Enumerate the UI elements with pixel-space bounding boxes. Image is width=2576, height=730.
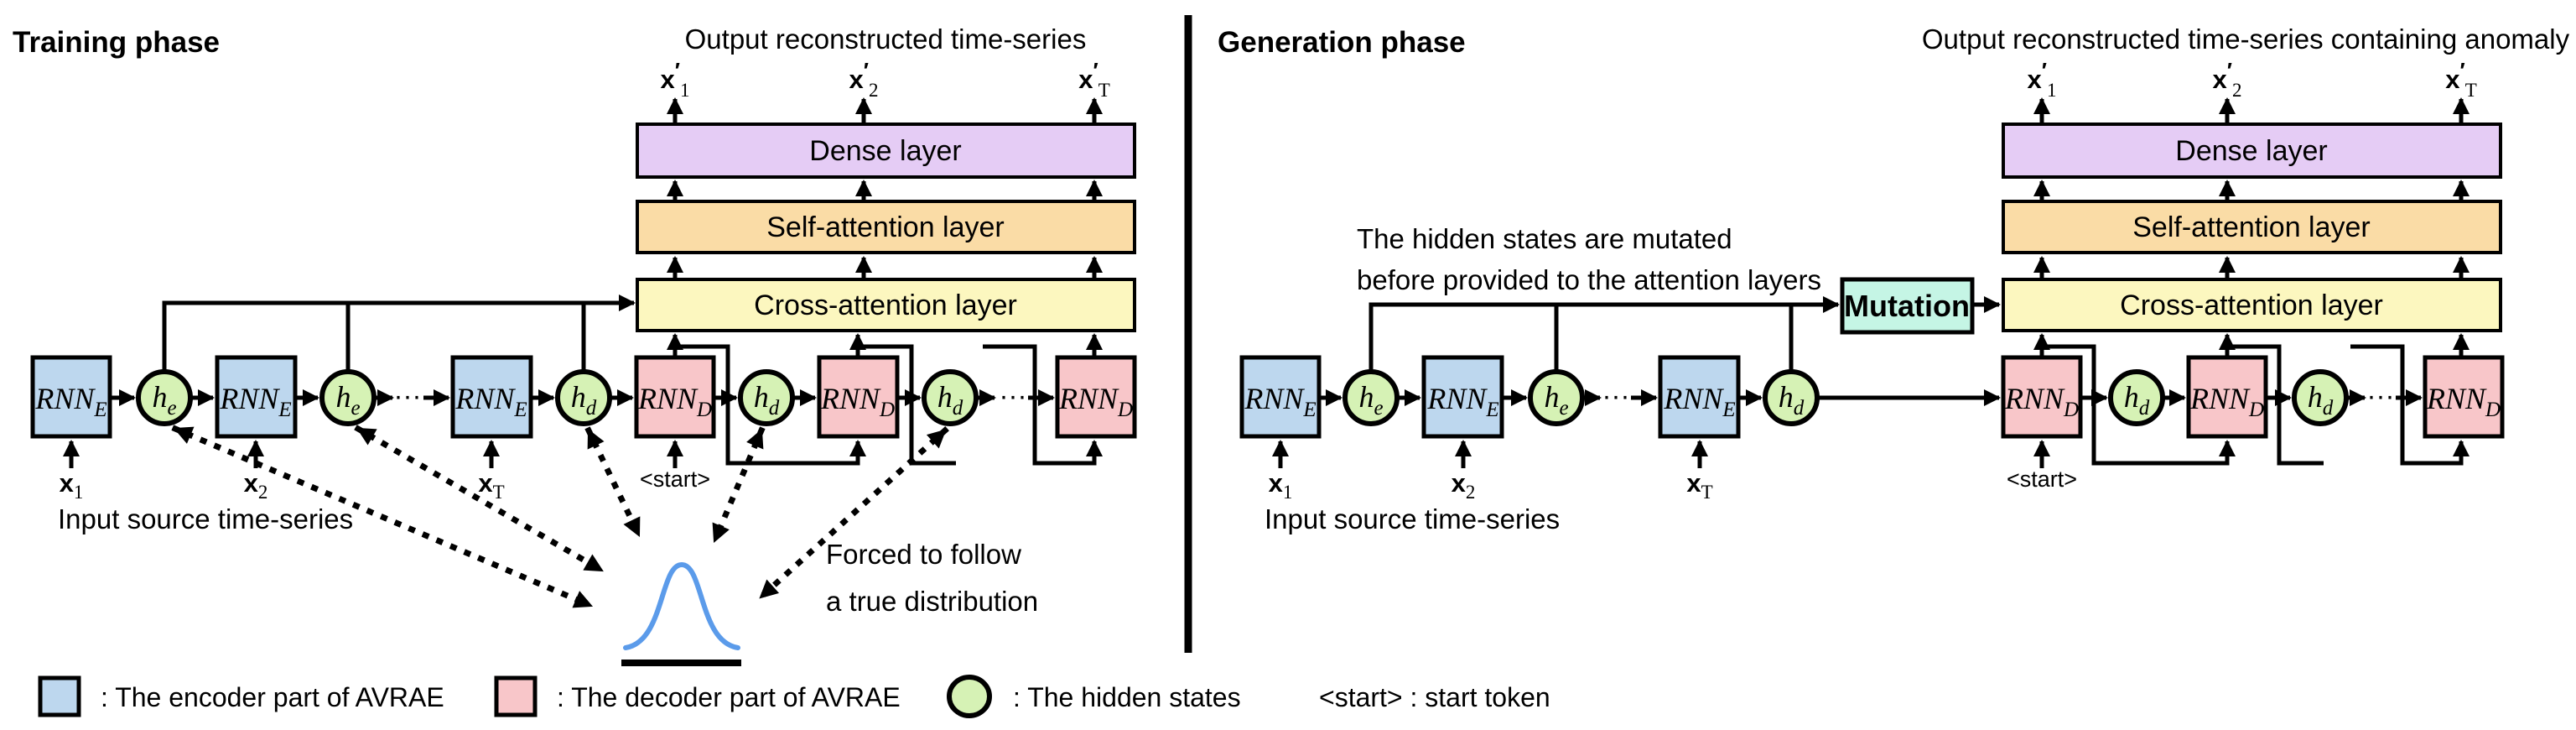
start-token-label: <start> (2007, 467, 2077, 492)
self-attention-layer-label: Self-attention layer (766, 211, 1005, 243)
cross-attention-layer-label: Cross-attention layer (2120, 289, 2383, 321)
cross-attention-layer-label: Cross-attention layer (754, 289, 1017, 321)
forced-note-line2: a true distribution (826, 586, 1038, 617)
hidden-decoder-label: hd (937, 380, 963, 420)
input-xT-label: xT (478, 468, 504, 503)
input-xT-label: xT (1686, 468, 1712, 503)
ellipsis: ··· (394, 380, 422, 411)
hidden-decoder-label: hd (571, 380, 597, 420)
rnn-encoder-label: RNNE (454, 382, 527, 421)
generation-input-caption: Input source time-series (1265, 503, 1560, 534)
dense-layer-label: Dense layer (809, 135, 961, 167)
hidden-encoder-label: he (1358, 380, 1383, 420)
rnn-encoder-label: RNNE (34, 382, 106, 421)
decoder-feedback-loop (2042, 344, 2236, 466)
rnn-decoder-box (1055, 355, 1137, 439)
dense-layer-label: Dense layer (2175, 135, 2327, 167)
gaussian-curve (623, 561, 740, 650)
rnn-decoder-label: RNND (1058, 382, 1133, 421)
mutation-label: Mutation (1844, 289, 1970, 323)
hidden-encoder-label: he (1544, 380, 1568, 420)
input-x2-label: x2 (244, 468, 268, 503)
input-x2-label: x2 (1452, 468, 1476, 503)
mutation-note-line2: before provided to the attention layers (1357, 264, 1821, 295)
hidden-encoder-label: he (335, 380, 360, 420)
kl-dotted-arrow (710, 426, 766, 545)
rnn-decoder-label: RNND (2189, 382, 2264, 421)
dense-layer-box (2002, 123, 2502, 179)
legend-decoder-label: : The decoder part of AVRAE (557, 682, 901, 712)
rnn-encoder-box (1658, 355, 1741, 439)
start-token-label: <start> (640, 467, 710, 492)
legend-hidden-swatch (947, 675, 992, 718)
input-x1-label: x1 (1269, 468, 1293, 503)
rnn-encoder-label: RNNE (1426, 382, 1498, 421)
self-attention-layer-box (636, 200, 1136, 254)
hidden-encoder-label: he (152, 380, 176, 420)
mutation-note-line1: The hidden states are mutated (1357, 223, 1732, 254)
output-x1-label: x′1 (661, 58, 690, 101)
kl-dotted-arrow (584, 426, 643, 540)
hidden-decoder-label: hd (2124, 380, 2150, 420)
dense-layer-box (636, 123, 1136, 179)
legend-encoder-swatch (38, 675, 81, 717)
cross-attention-layer-box (2002, 278, 2502, 332)
decoder-feedback-loop (983, 344, 1103, 466)
ellipsis: ··· (1000, 380, 1027, 411)
hidden-state-bus (162, 295, 636, 372)
rnn-decoder-box (2186, 355, 2268, 439)
training-input-caption: Input source time-series (58, 503, 353, 534)
self-attention-layer-box (2002, 200, 2502, 254)
output-xT-label: x′T (1078, 58, 1110, 101)
rnn-decoder-label: RNND (2004, 382, 2079, 421)
hidden-decoder-label: hd (754, 380, 780, 420)
rnn-encoder-label: RNNE (219, 382, 291, 421)
output-x2-label: x′2 (849, 58, 879, 101)
self-attention-layer-label: Self-attention layer (2132, 211, 2371, 243)
hidden-state-bus (1368, 296, 1840, 372)
cross-attention-layer-box (636, 278, 1136, 332)
rnn-encoder-box (30, 355, 112, 439)
kl-dotted-arrow (354, 425, 606, 575)
kl-dotted-arrow (756, 426, 949, 602)
rnn-decoder-box (2423, 355, 2505, 439)
legend-decoder-swatch (494, 675, 538, 717)
rnn-decoder-label: RNND (2426, 382, 2501, 421)
ellipsis: ··· (1602, 380, 1630, 411)
rnn-encoder-label: RNNE (1663, 382, 1735, 421)
training-output-label: Output reconstructed time-series (685, 23, 1087, 55)
forced-note-line1: Forced to follow (826, 539, 1021, 570)
rnn-decoder-box (2001, 355, 2083, 439)
legend-hidden-label: : The hidden states (1013, 682, 1241, 712)
decoder-feedback-stub (2227, 344, 2324, 466)
rnn-decoder-label: RNND (820, 382, 895, 421)
legend-start-token-label: <start> : start token (1319, 682, 1550, 712)
decoder-feedback-loop (2350, 344, 2470, 466)
input-x1-label: x1 (60, 468, 84, 503)
training-phase-title: Training phase (13, 26, 220, 59)
rnn-encoder-box (1421, 355, 1504, 439)
rnn-decoder-label: RNND (637, 382, 712, 421)
legend-encoder-label: : The encoder part of AVRAE (101, 682, 444, 712)
generation-phase-title: Generation phase (1218, 26, 1466, 59)
ellipsis: ··· (2367, 380, 2395, 411)
output-x1-label: x′1 (2028, 58, 2057, 101)
rnn-encoder-label: RNNE (1244, 382, 1316, 421)
output-xT-label: x′T (2445, 58, 2477, 101)
generation-output-label: Output reconstructed time-series contain… (1922, 23, 2570, 55)
rnn-encoder-box (215, 355, 298, 439)
hidden-decoder-label: hd (1779, 380, 1805, 420)
hidden-decoder-label: hd (2308, 380, 2334, 420)
output-x2-label: x′2 (2213, 58, 2242, 101)
rnn-encoder-box (450, 355, 533, 439)
